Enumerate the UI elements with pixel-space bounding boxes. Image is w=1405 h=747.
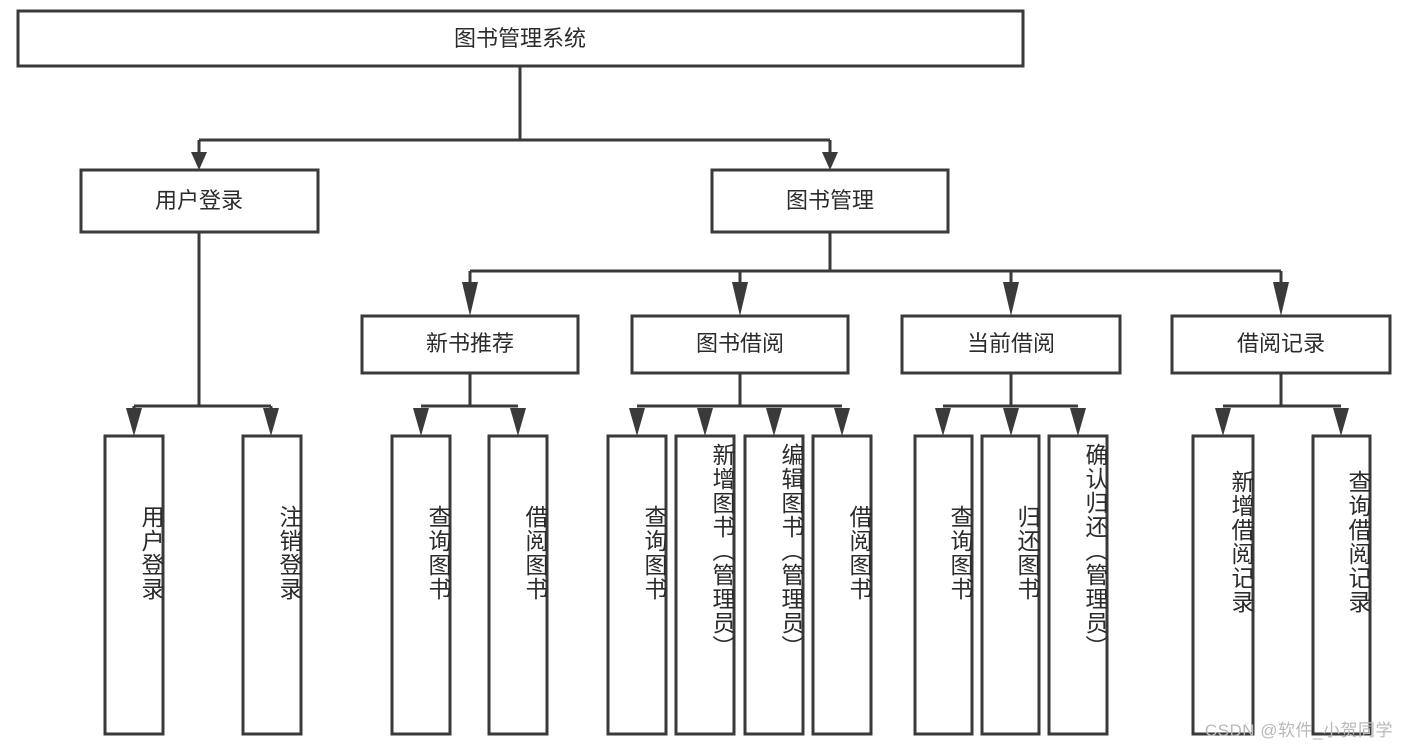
arrow-head-new-book-recommend [462,282,478,316]
node-borrow-record-label: 借阅记录 [1237,331,1325,356]
node-borrow-record[interactable]: 借阅记录 [1170,314,1392,375]
arrow-head-leaf-query-book-2 [629,408,645,436]
arrow-head-current-borrow [1003,282,1019,316]
node-new-book-recommend-box[interactable] [360,314,580,375]
node-root-label: 图书管理系统 [454,26,586,51]
node-leaf-query-record-box[interactable] [1311,434,1372,736]
node-leaf-query-book-2-box[interactable] [606,434,668,736]
arrow-head-leaf-add-book [697,408,713,436]
node-book-management-label: 图书管理 [786,188,874,213]
node-book-management[interactable]: 图书管理 [710,168,950,234]
node-new-book-recommend[interactable]: 新书推荐 [360,314,580,375]
arrow-head-leaf-edit-book [766,408,782,436]
node-current-borrow-box[interactable] [900,314,1122,375]
arrow-head-user-login [191,152,207,170]
node-leaf-query-book-1-box[interactable] [390,434,452,736]
node-borrow-record-box[interactable] [1170,314,1392,375]
connector-layer [126,66,1349,436]
node-current-borrow-label: 当前借阅 [967,331,1055,356]
arrow-head-book-management [822,152,838,170]
node-user-login[interactable]: 用户登录 [79,168,320,234]
arrow-head-borrow-record [1273,282,1289,316]
node-leaf-add-record-box[interactable] [1191,434,1255,736]
node-leaf-user-login-box[interactable] [103,434,165,736]
arrow-head-leaf-logout [263,408,279,436]
node-leaf-query-book-3-box[interactable] [913,434,974,736]
node-leaf-edit-book-box[interactable] [743,434,805,736]
arrow-head-leaf-query-book-1 [413,408,429,436]
arrow-head-leaf-return-book [1003,408,1019,436]
node-user-login-label: 用户登录 [155,188,243,213]
node-leaf-logout-box[interactable] [241,434,303,736]
node-leaf-borrow-book-1-box[interactable] [487,434,549,736]
node-user-login-box[interactable] [79,168,320,234]
arrow-head-leaf-query-book-3 [935,408,951,436]
node-leaf-borrow-book-2-box[interactable] [811,434,873,736]
node-leaf-return-book-box[interactable] [980,434,1041,736]
arrow-head-leaf-borrow-book-1 [510,408,526,436]
arrow-head-leaf-confirm-return [1070,408,1086,436]
arrow-head-leaf-add-record [1215,408,1231,436]
csdn-watermark: CSDN @软件_小贺同学 [1204,721,1393,740]
node-current-borrow[interactable]: 当前借阅 [900,314,1122,375]
arrow-head-leaf-borrow-book-2 [834,408,850,436]
arrow-head-book-borrow [732,282,748,316]
node-book-management-box[interactable] [710,168,950,234]
node-leaf-confirm-return-box[interactable] [1047,434,1109,736]
node-leaf-add-book-box[interactable] [674,434,736,736]
leaf-box-layer[interactable] [103,434,1372,736]
arrow-head-leaf-user-login [126,408,142,436]
node-root-box[interactable] [16,9,1025,68]
node-book-borrow[interactable]: 图书借阅 [630,314,850,375]
arrow-head-leaf-query-record [1333,408,1349,436]
node-book-borrow-label: 图书借阅 [696,331,784,356]
node-book-borrow-box[interactable] [630,314,850,375]
node-new-book-recommend-label: 新书推荐 [426,331,514,356]
node-root[interactable]: 图书管理系统 [16,9,1025,68]
